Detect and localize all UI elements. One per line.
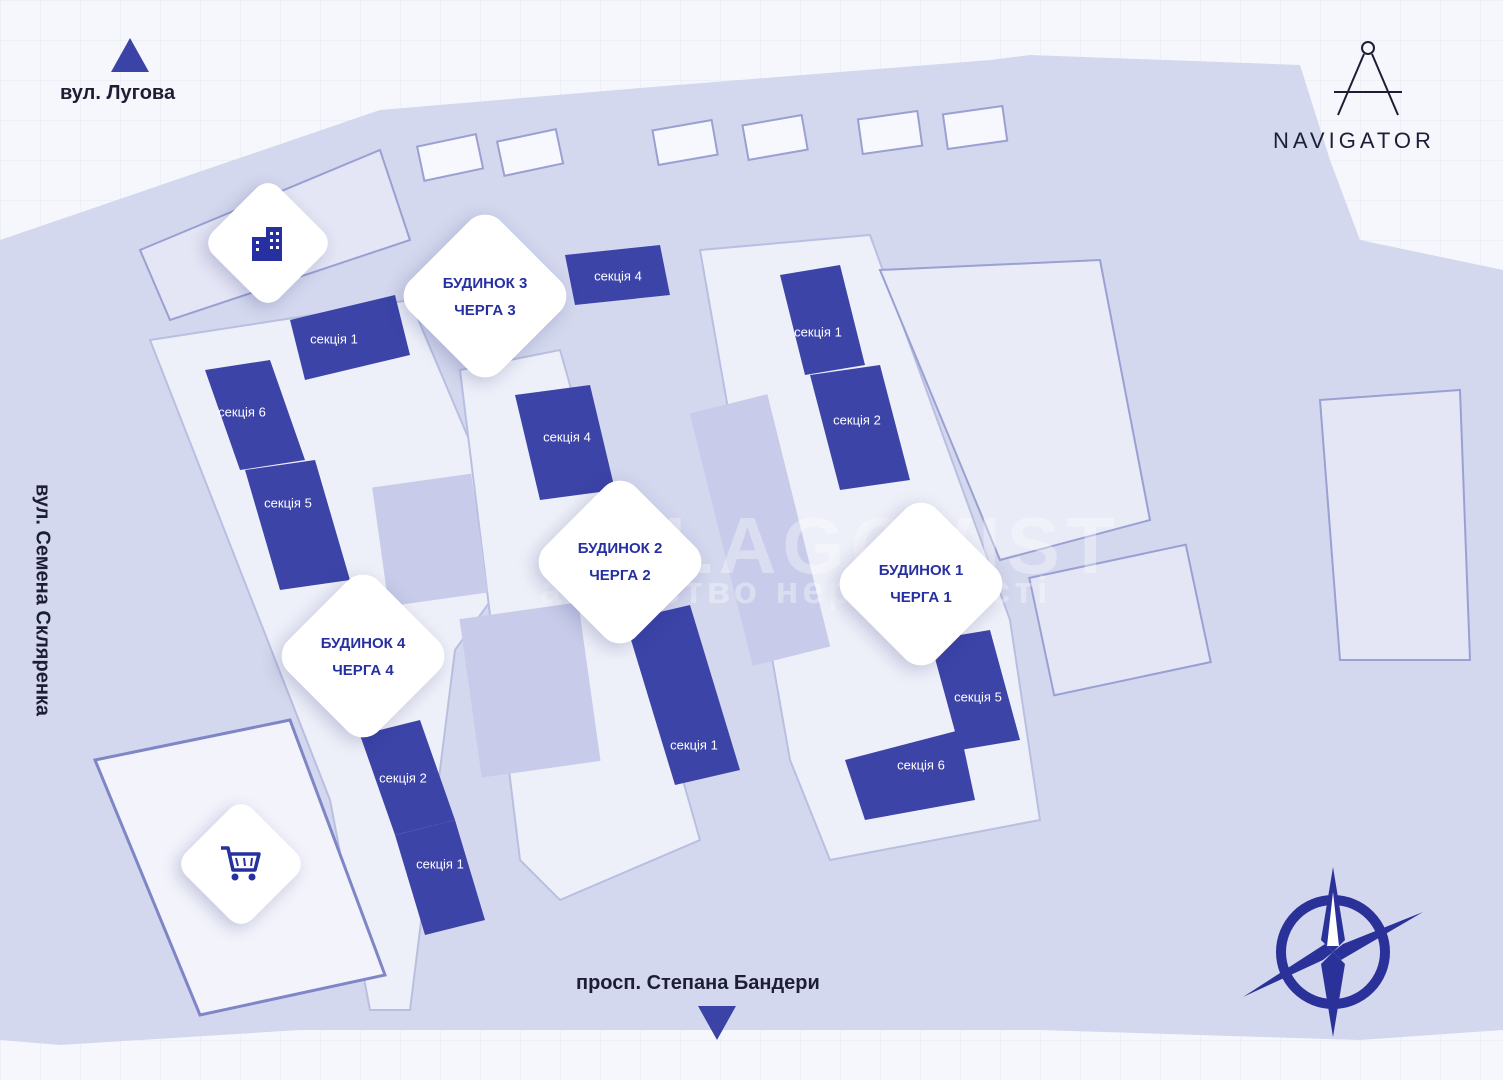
building-4-sections [205, 360, 485, 935]
building-2-card-text: БУДИНОК 2 ЧЕРГА 2 [530, 535, 710, 589]
building-2-title: БУДИНОК 2 [577, 540, 663, 557]
townhouse-area [878, 258, 1152, 562]
building-2-queue: ЧЕРГА 2 [589, 567, 651, 584]
shopping-cart-icon [221, 846, 261, 881]
b1-section-5-label: секція 5 [954, 689, 1002, 705]
office-building-icon [252, 227, 282, 261]
courtyard-3 [689, 394, 831, 666]
b4-section-1-label: секція 1 [416, 856, 464, 872]
b1-section-1-label: секція 1 [794, 324, 842, 340]
building-1-sections [780, 265, 1020, 820]
building-4-title: БУДИНОК 4 [320, 635, 406, 652]
sports-field [1028, 543, 1212, 697]
b1-section-2-label: секція 2 [833, 412, 881, 428]
b2-section-1-label: секція 1 [670, 737, 718, 753]
street-north-label: вул. Лугова [60, 82, 176, 104]
b4-section-6-label: секція 6 [218, 404, 266, 420]
compass-drawing-icon [1334, 41, 1402, 116]
compass-rose-icon [1243, 867, 1423, 1037]
building-3-queue: ЧЕРГА 3 [454, 302, 516, 319]
courtyard-1 [372, 473, 488, 607]
street-south-label: просп. Степана Бандери [576, 972, 820, 994]
b2-section-4-label: секція 4 [543, 429, 591, 445]
street-west-label: вул. Семена Скляренка [31, 483, 54, 717]
north-arrow-icon [111, 38, 149, 72]
b4-section-2-label: секція 2 [379, 770, 427, 786]
building-3-title: БУДИНОК 3 [442, 275, 528, 292]
east-complex [1318, 388, 1472, 661]
b4-section-5-label: секція 5 [264, 495, 312, 511]
south-arrow-icon [698, 1006, 736, 1040]
building-2-sections [515, 385, 740, 785]
building-4-queue: ЧЕРГА 4 [332, 662, 394, 679]
north-cottages [415, 104, 1009, 183]
building-1-title: БУДИНОК 1 [878, 562, 964, 579]
building-1-card-text: БУДИНОК 1 ЧЕРГА 1 [831, 557, 1011, 611]
building-4-card-text: БУДИНОК 4 ЧЕРГА 4 [273, 630, 453, 684]
building-1-queue: ЧЕРГА 1 [890, 589, 952, 606]
navigator-logo-text: NAVIGATOR [1273, 128, 1435, 153]
courtyard-2 [459, 602, 601, 778]
b3-section-1-label: секція 1 [310, 331, 358, 347]
building-3-card-text: БУДИНОК 3 ЧЕРГА 3 [395, 270, 575, 324]
b1-section-6-label: секція 6 [897, 757, 945, 773]
b3-section-4-label: секція 4 [594, 268, 642, 284]
building-3-sections [290, 245, 670, 380]
